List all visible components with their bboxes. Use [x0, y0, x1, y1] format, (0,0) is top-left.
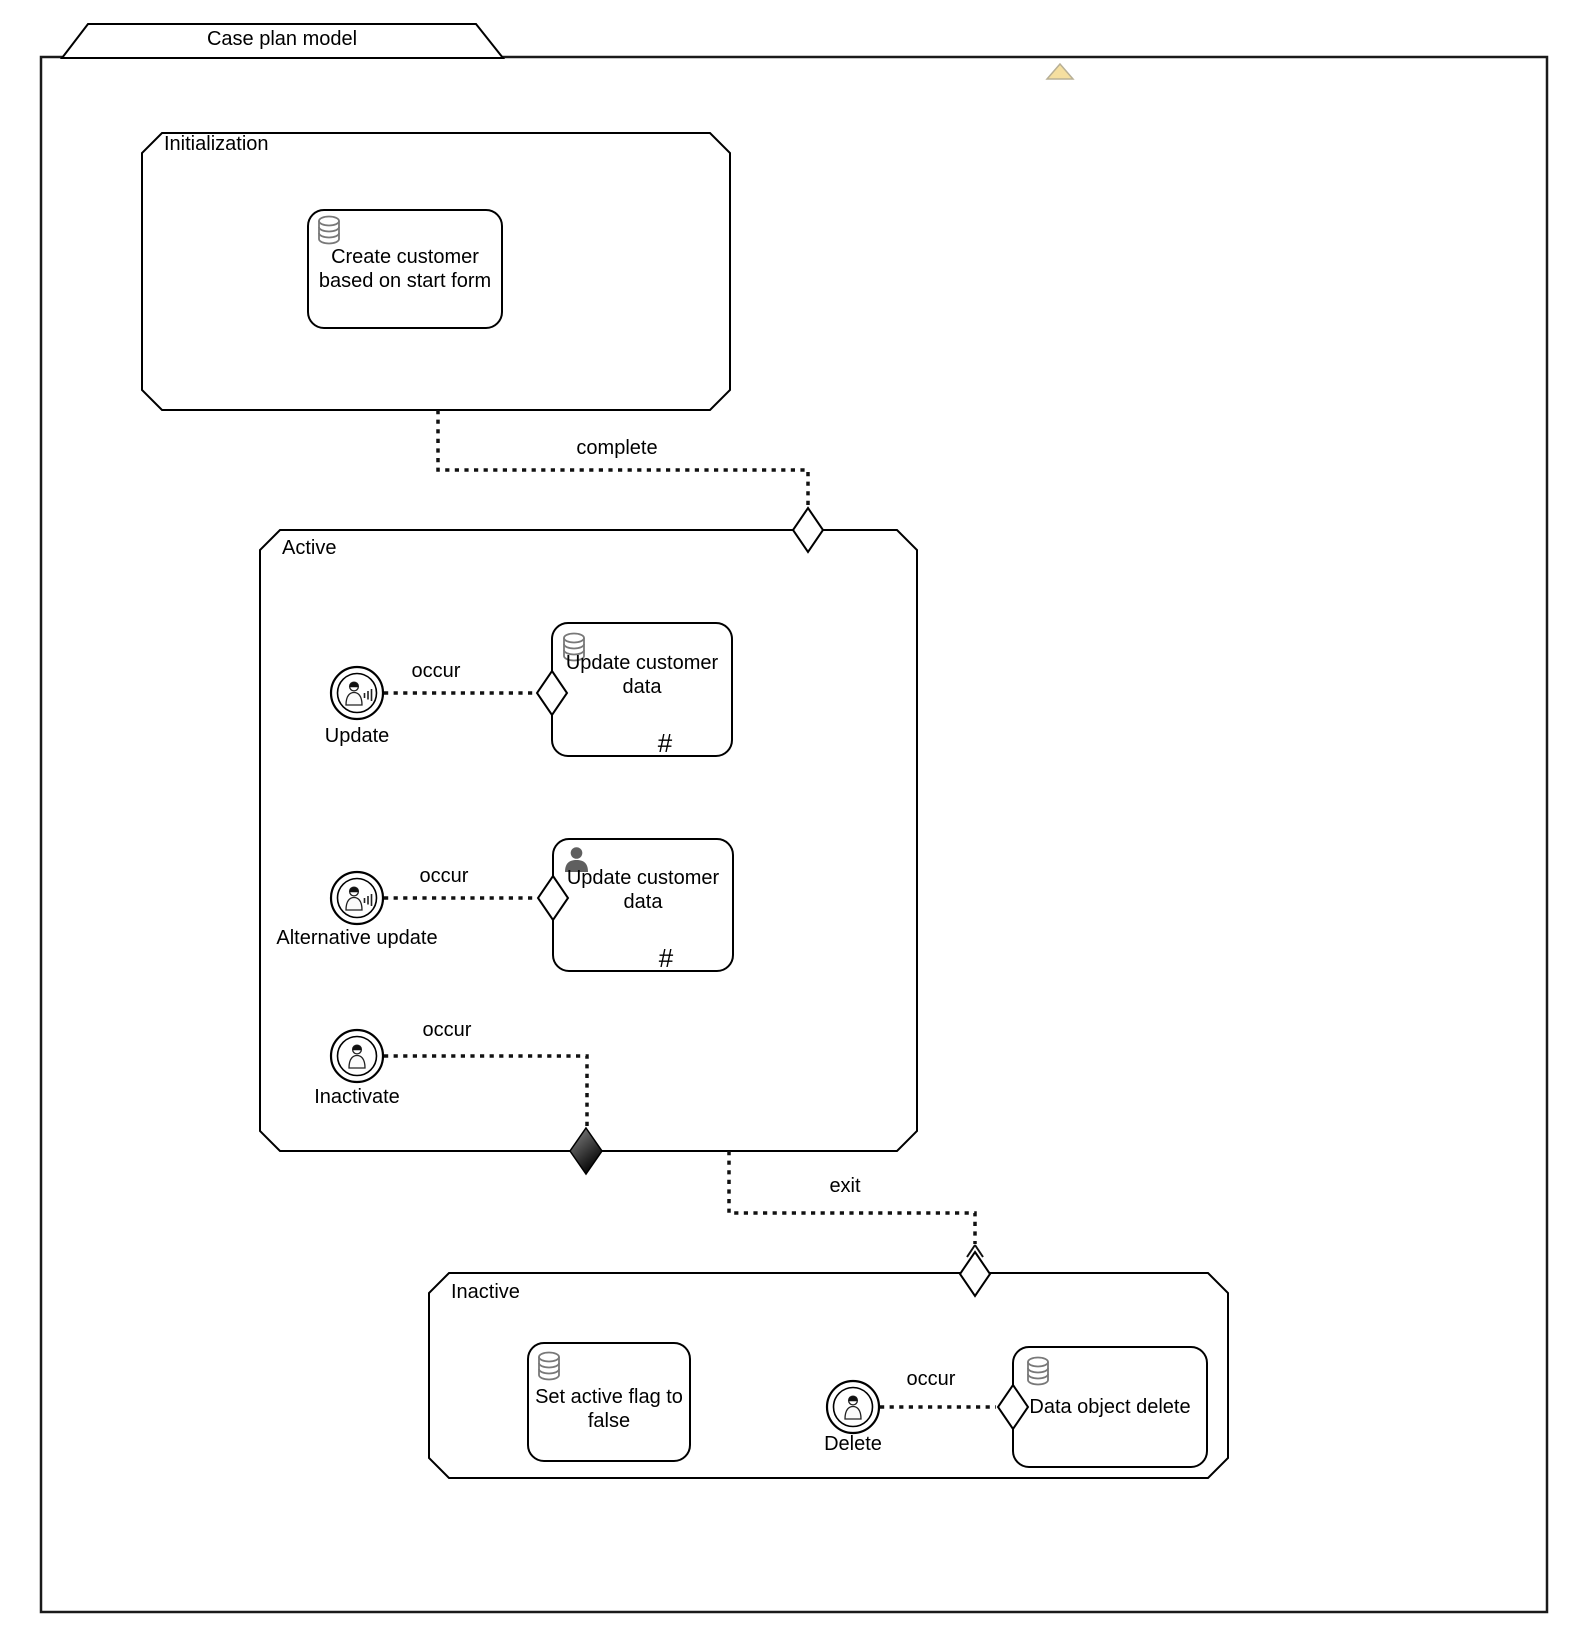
- connector-label-occur-2: occur: [419, 865, 469, 887]
- entry-criterion-active[interactable]: [791, 506, 825, 554]
- user-event-listener-icon: [345, 681, 373, 706]
- connector-complete[interactable]: [436, 410, 810, 506]
- repetition-marker-icon: #: [657, 728, 673, 758]
- exit-criterion-active[interactable]: [569, 1126, 603, 1176]
- database-icon: [563, 632, 585, 662]
- connector-label-occur-3: occur: [422, 1019, 472, 1041]
- event-listener-delete[interactable]: [825, 1379, 881, 1435]
- task-set-active-flag-label[interactable]: Set active flag to false: [535, 1386, 683, 1432]
- stage-label-active: Active: [282, 537, 337, 559]
- connector-occur-inactivate[interactable]: [384, 1054, 589, 1126]
- case-plan-tab[interactable]: [59, 23, 506, 59]
- event-listener-alternative-update[interactable]: [329, 870, 385, 926]
- task-update-customer-data-label[interactable]: Update customer data #: [565, 651, 719, 758]
- entry-criterion-alt-update-task[interactable]: [536, 874, 570, 922]
- stage-label-inactive: Inactive: [451, 1281, 520, 1303]
- listener-label-update: Update: [324, 725, 390, 747]
- database-icon: [318, 215, 340, 245]
- entry-criterion-inactive[interactable]: [958, 1250, 992, 1298]
- connector-label-complete: complete: [576, 437, 658, 459]
- stage-label-initialization: Initialization: [164, 133, 269, 155]
- user-task-icon: [565, 847, 588, 872]
- connector-label-occur-4: occur: [906, 1368, 956, 1390]
- task-update-customer-data-human-label[interactable]: Update customer data #: [566, 867, 720, 973]
- case-plan-title: Case plan model: [206, 28, 358, 50]
- collapse-arrow-icon[interactable]: [1045, 62, 1075, 80]
- listener-label-delete: Delete: [824, 1433, 882, 1455]
- entry-criterion-data-object-delete[interactable]: [996, 1383, 1030, 1431]
- task-data-object-delete-label[interactable]: Data object delete: [1029, 1396, 1191, 1418]
- connector-label-exit: exit: [829, 1175, 861, 1197]
- person-icon: [844, 1395, 862, 1420]
- database-icon: [1027, 1356, 1049, 1386]
- person-icon: [348, 1044, 366, 1069]
- task-set-active-flag[interactable]: [527, 1342, 691, 1462]
- task-create-customer-label[interactable]: Create customer based on start form: [318, 246, 492, 292]
- listener-label-inactivate: Inactivate: [314, 1086, 400, 1108]
- event-listener-update[interactable]: [329, 665, 385, 721]
- user-event-listener-icon: [345, 886, 373, 911]
- repetition-marker-icon: #: [658, 943, 674, 973]
- listener-label-alternative-update: Alternative update: [276, 927, 438, 949]
- task-create-customer[interactable]: [307, 209, 503, 329]
- connector-label-occur-1: occur: [411, 660, 461, 682]
- event-listener-inactivate[interactable]: [329, 1028, 385, 1084]
- database-icon: [538, 1351, 560, 1381]
- entry-criterion-update-task[interactable]: [535, 669, 569, 717]
- connector-exit[interactable]: [727, 1151, 977, 1244]
- connector-exit-arrowhead-icon: [966, 1244, 984, 1258]
